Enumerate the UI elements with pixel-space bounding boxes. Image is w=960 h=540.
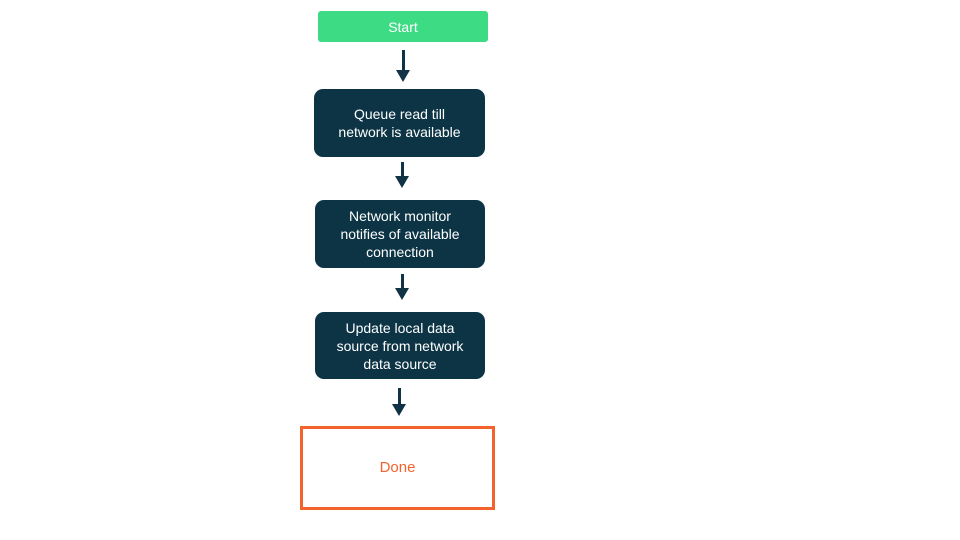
arrow-head-icon xyxy=(396,70,410,82)
flow-node-update-local-data: Update local data source from network da… xyxy=(315,312,485,379)
arrow-head-icon xyxy=(395,176,409,188)
arrow-stem xyxy=(400,162,404,176)
arrow-stem xyxy=(397,388,401,404)
flow-node-done-label: Done xyxy=(379,459,416,476)
arrow-head-icon xyxy=(392,404,406,416)
flow-node-queue-read: Queue read till network is available xyxy=(314,89,485,157)
flow-node-queue-read-label: Queue read till network is available xyxy=(338,106,461,140)
flow-arrow-queue-to-monitor xyxy=(394,162,410,188)
flow-arrow-start-to-queue xyxy=(395,50,411,82)
flow-node-start: Start xyxy=(318,11,488,42)
arrow-head-icon xyxy=(395,288,409,300)
arrow-stem xyxy=(401,50,405,70)
flow-arrow-update-to-done xyxy=(391,388,407,416)
flow-arrow-monitor-to-update xyxy=(394,274,410,300)
flow-node-update-local-data-label: Update local data source from network da… xyxy=(336,319,464,372)
flow-node-start-label: Start xyxy=(388,18,418,35)
flow-node-network-monitor-label: Network monitor notifies of available co… xyxy=(340,208,460,260)
flow-node-network-monitor: Network monitor notifies of available co… xyxy=(315,200,485,268)
flow-node-done: Done xyxy=(300,426,495,510)
arrow-stem xyxy=(400,274,404,288)
